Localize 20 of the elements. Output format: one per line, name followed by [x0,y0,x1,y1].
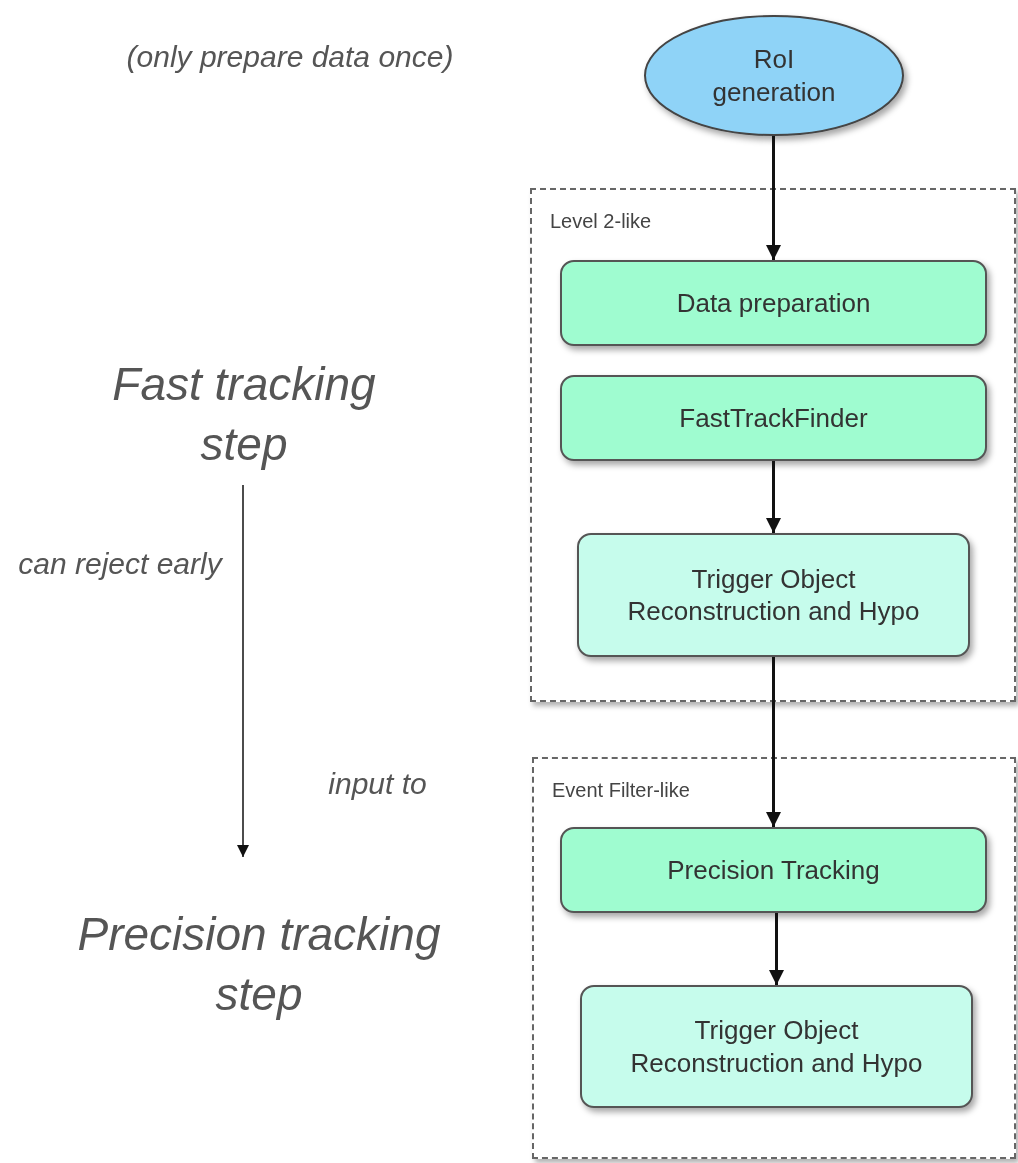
process-box: FastTrackFinder [560,375,987,461]
arrow [237,484,249,858]
dashed-group-box [530,188,1016,702]
group-label: Level 2-like [550,210,652,233]
step-heading: Precision tracking step [34,895,484,1035]
process-box: Precision Tracking [560,827,987,913]
side-note: can reject early [17,546,224,582]
step-heading: Fast tracking step [104,355,384,475]
side-note: input to [327,766,428,802]
process-box: Data preparation [560,260,987,346]
process-box: Trigger Object Reconstruction and Hypo [577,533,970,657]
arrow [766,461,781,533]
arrow [766,657,781,827]
dashed-group-box [532,757,1016,1159]
arrow [769,913,784,985]
note-text: (only prepare data once) [125,39,455,75]
process-box: Trigger Object Reconstruction and Hypo [580,985,973,1108]
arrow [766,136,781,260]
process-ellipse: RoI generation [644,15,904,136]
group-label: Event Filter-like [552,779,690,802]
